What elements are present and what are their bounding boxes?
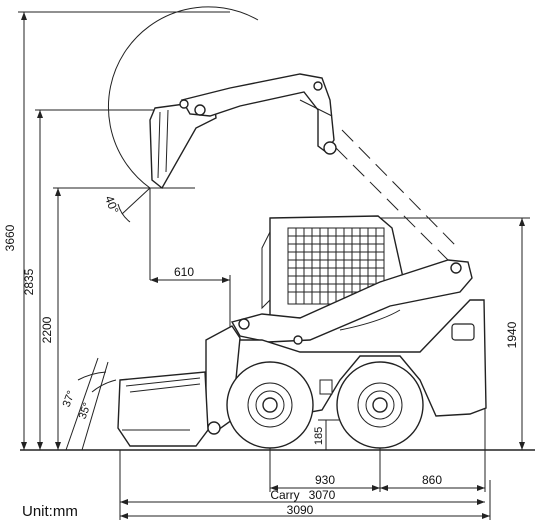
rollback-angle-lines	[65, 357, 117, 451]
arrow	[55, 442, 61, 450]
arrow	[21, 12, 27, 20]
label-carry-length: 3070	[309, 488, 336, 502]
arrow	[270, 485, 278, 491]
motion-line	[341, 129, 459, 249]
arrow	[222, 277, 230, 283]
label-overall-height: 3660	[3, 224, 17, 251]
label-dump-height: 2200	[40, 316, 54, 343]
arrow	[120, 499, 128, 505]
dump-angle-ray	[121, 187, 151, 215]
arrow	[37, 110, 43, 118]
label-carry-prefix: Carry	[270, 488, 299, 502]
arrow	[21, 442, 27, 450]
arrow	[380, 485, 388, 491]
motion-line	[335, 147, 451, 263]
label-rollback-angle-1: 37°	[61, 389, 78, 409]
label-dump-reach: 610	[174, 265, 194, 279]
label-ground-clearance: 185	[313, 427, 325, 445]
label-overall-length: 3090	[287, 503, 314, 517]
lowered-bucket	[117, 371, 209, 447]
label-hinge-height: 2835	[22, 268, 36, 295]
raised-lift-arm	[179, 73, 337, 155]
arrow	[372, 485, 380, 491]
dump-angle-arc	[117, 203, 131, 223]
lift-arc	[108, 6, 259, 189]
label-rear-overhang: 860	[422, 473, 442, 487]
arrow	[482, 513, 490, 519]
unit-label: Unit:mm	[22, 503, 78, 520]
arrow	[120, 513, 128, 519]
label-dump-angle: 40°	[102, 194, 121, 216]
arrow	[477, 485, 485, 491]
arrow	[150, 277, 158, 283]
label-wheelbase: 930	[315, 473, 335, 487]
cab-grille	[288, 228, 384, 304]
arrow	[55, 188, 61, 196]
arrow	[477, 499, 485, 505]
rear-wheel	[336, 361, 424, 449]
label-vehicle-height: 1940	[505, 321, 519, 348]
label-rollback-angle-2: 35°	[77, 401, 94, 421]
arrow	[519, 442, 525, 450]
arrow	[37, 442, 43, 450]
front-wheel	[226, 361, 314, 449]
arrow	[519, 218, 525, 226]
